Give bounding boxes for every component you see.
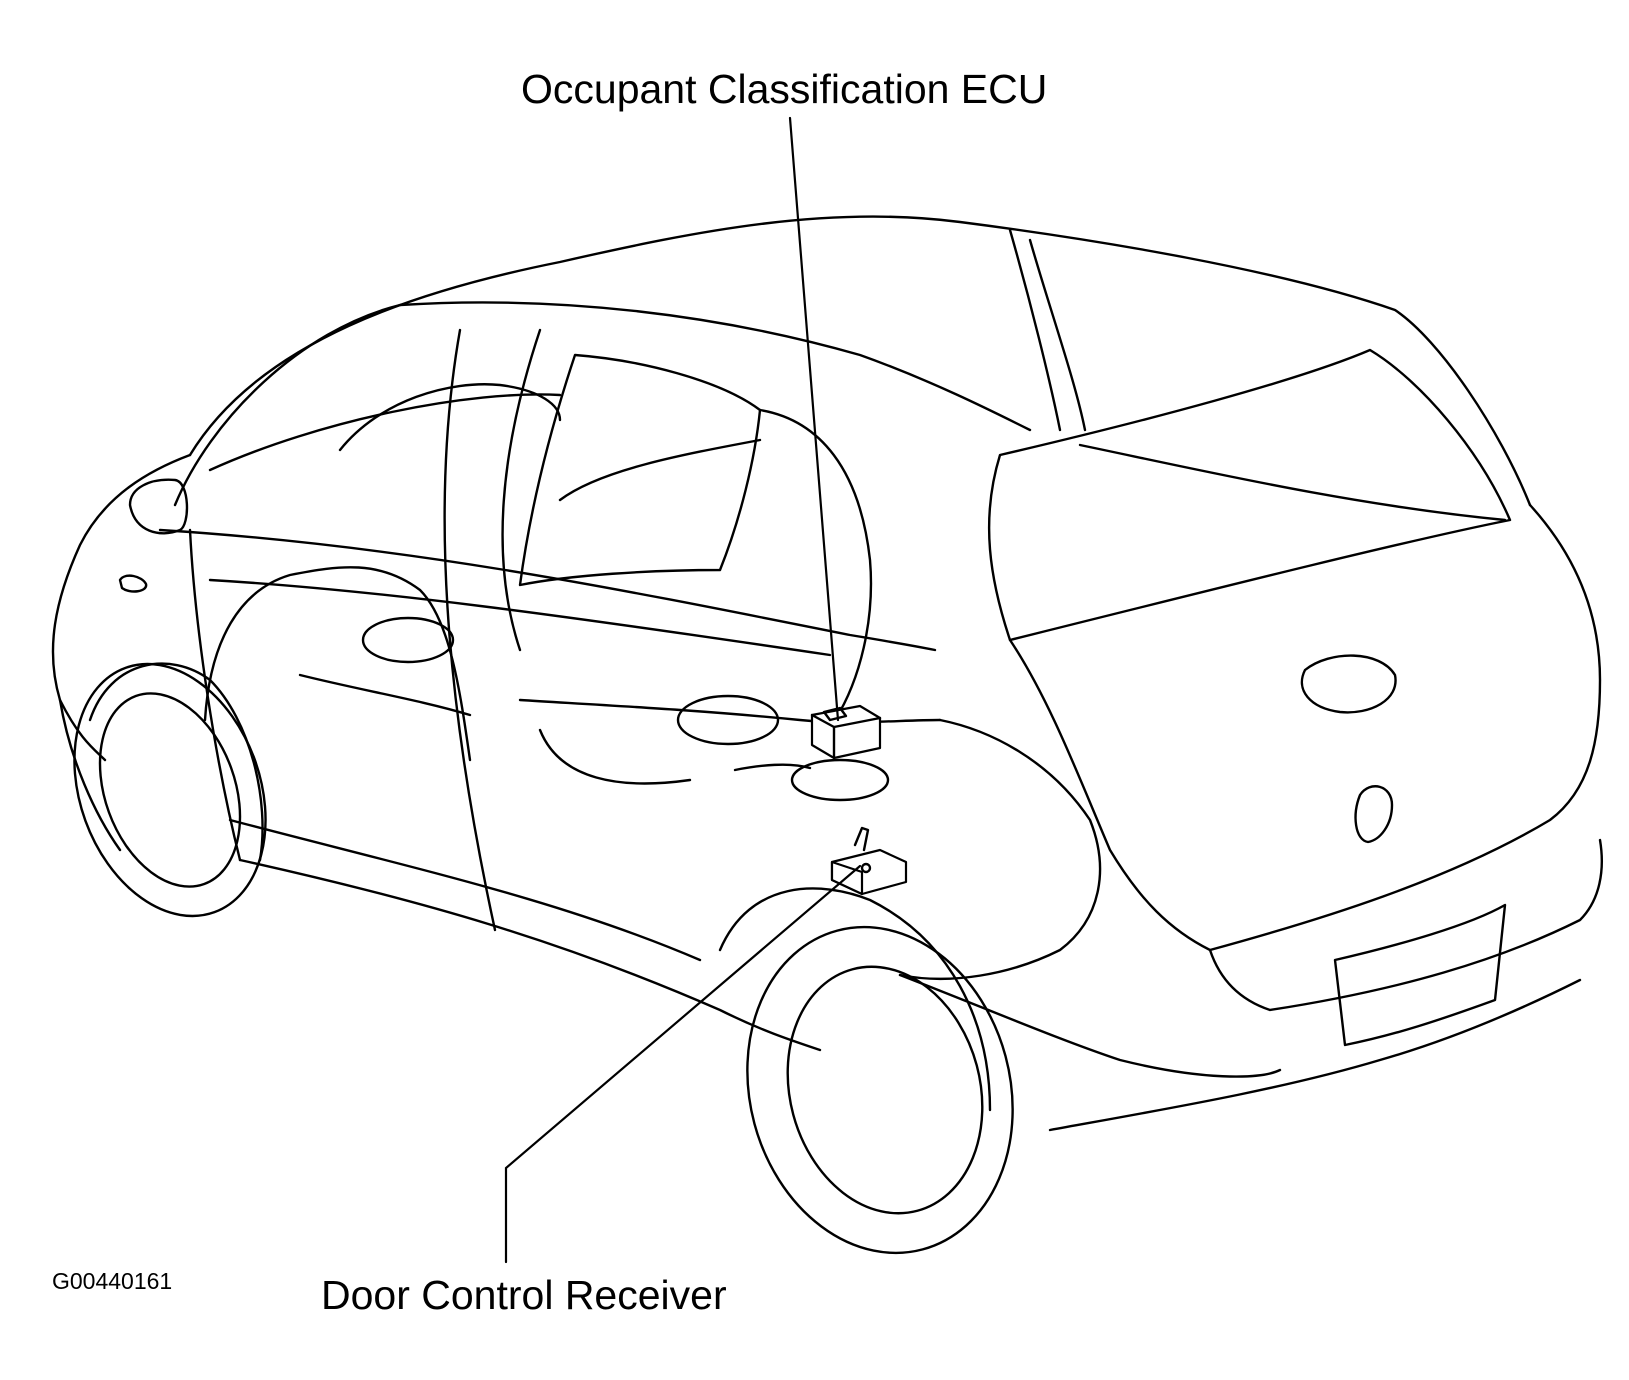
side-mirror bbox=[128, 478, 189, 535]
ecu-top-edge bbox=[810, 713, 882, 760]
rear-seat-back bbox=[558, 438, 762, 502]
rear-bumper bbox=[898, 973, 1282, 1078]
receiver-bracket bbox=[853, 826, 870, 852]
ecu-connector bbox=[822, 706, 848, 722]
hatch-lower bbox=[1208, 838, 1603, 1012]
wheelhouse-interior bbox=[538, 728, 692, 785]
front-door-opening bbox=[203, 566, 472, 762]
rear-quarter-panel bbox=[898, 718, 1102, 980]
license-plate-recess bbox=[1333, 903, 1507, 1047]
front-wheel-arch bbox=[88, 662, 264, 862]
rear-window bbox=[987, 348, 1512, 642]
callout-occupant-classification-ecu: Occupant Classification ECU bbox=[521, 66, 1048, 112]
front-wheel bbox=[73, 662, 267, 918]
figure-id: G00440161 bbox=[52, 1268, 173, 1294]
car-body bbox=[51, 215, 1603, 1132]
hatch-outline bbox=[1008, 503, 1602, 952]
front-seat-cushion bbox=[361, 616, 455, 664]
rear-wheel-arch bbox=[718, 887, 992, 1112]
front-lower bbox=[58, 698, 122, 852]
belt-line bbox=[158, 528, 937, 652]
dash-curve bbox=[338, 383, 562, 452]
c-pillar bbox=[758, 408, 873, 722]
leader-line-receiver bbox=[504, 864, 862, 1264]
rear-floor bbox=[518, 698, 942, 724]
callout-door-control-receiver: Door Control Receiver bbox=[321, 1272, 727, 1318]
front-nose bbox=[51, 453, 192, 762]
windshield-line bbox=[208, 393, 562, 472]
d-pillar-inner bbox=[1028, 238, 1087, 432]
roof-inner-line bbox=[173, 301, 1032, 507]
sill-line-upper bbox=[228, 818, 702, 962]
ecu-box bbox=[810, 704, 882, 760]
rear-bumper-lower bbox=[1048, 978, 1582, 1132]
front-tire bbox=[73, 662, 267, 918]
front-rim bbox=[98, 692, 242, 888]
rear-wheel bbox=[718, 887, 1014, 1255]
rear-rim bbox=[786, 965, 984, 1215]
occupant-classification-ecu-module bbox=[810, 704, 882, 760]
hatch-keyhole bbox=[1354, 785, 1394, 844]
b-pillar-inner bbox=[501, 328, 542, 652]
hatch-recess bbox=[1300, 654, 1397, 714]
sill-line bbox=[238, 858, 822, 1052]
door-control-receiver-module bbox=[830, 826, 908, 896]
front-pillar bbox=[188, 528, 242, 862]
d-pillar bbox=[1008, 228, 1062, 432]
leader-line-ecu bbox=[788, 116, 840, 722]
rear-tire bbox=[746, 925, 1014, 1255]
wheelhouse-cover bbox=[790, 758, 890, 802]
floor-line bbox=[298, 673, 472, 717]
belt-line-lower bbox=[208, 578, 832, 657]
roof-outline bbox=[188, 215, 1532, 507]
b-pillar bbox=[443, 328, 497, 932]
receiver-screw bbox=[860, 862, 872, 874]
floor-mat-line bbox=[733, 763, 812, 772]
rear-door-window bbox=[518, 353, 762, 587]
rear-seat-cushion bbox=[676, 694, 780, 746]
rear-window-shade bbox=[1078, 443, 1507, 522]
side-marker bbox=[118, 574, 148, 593]
